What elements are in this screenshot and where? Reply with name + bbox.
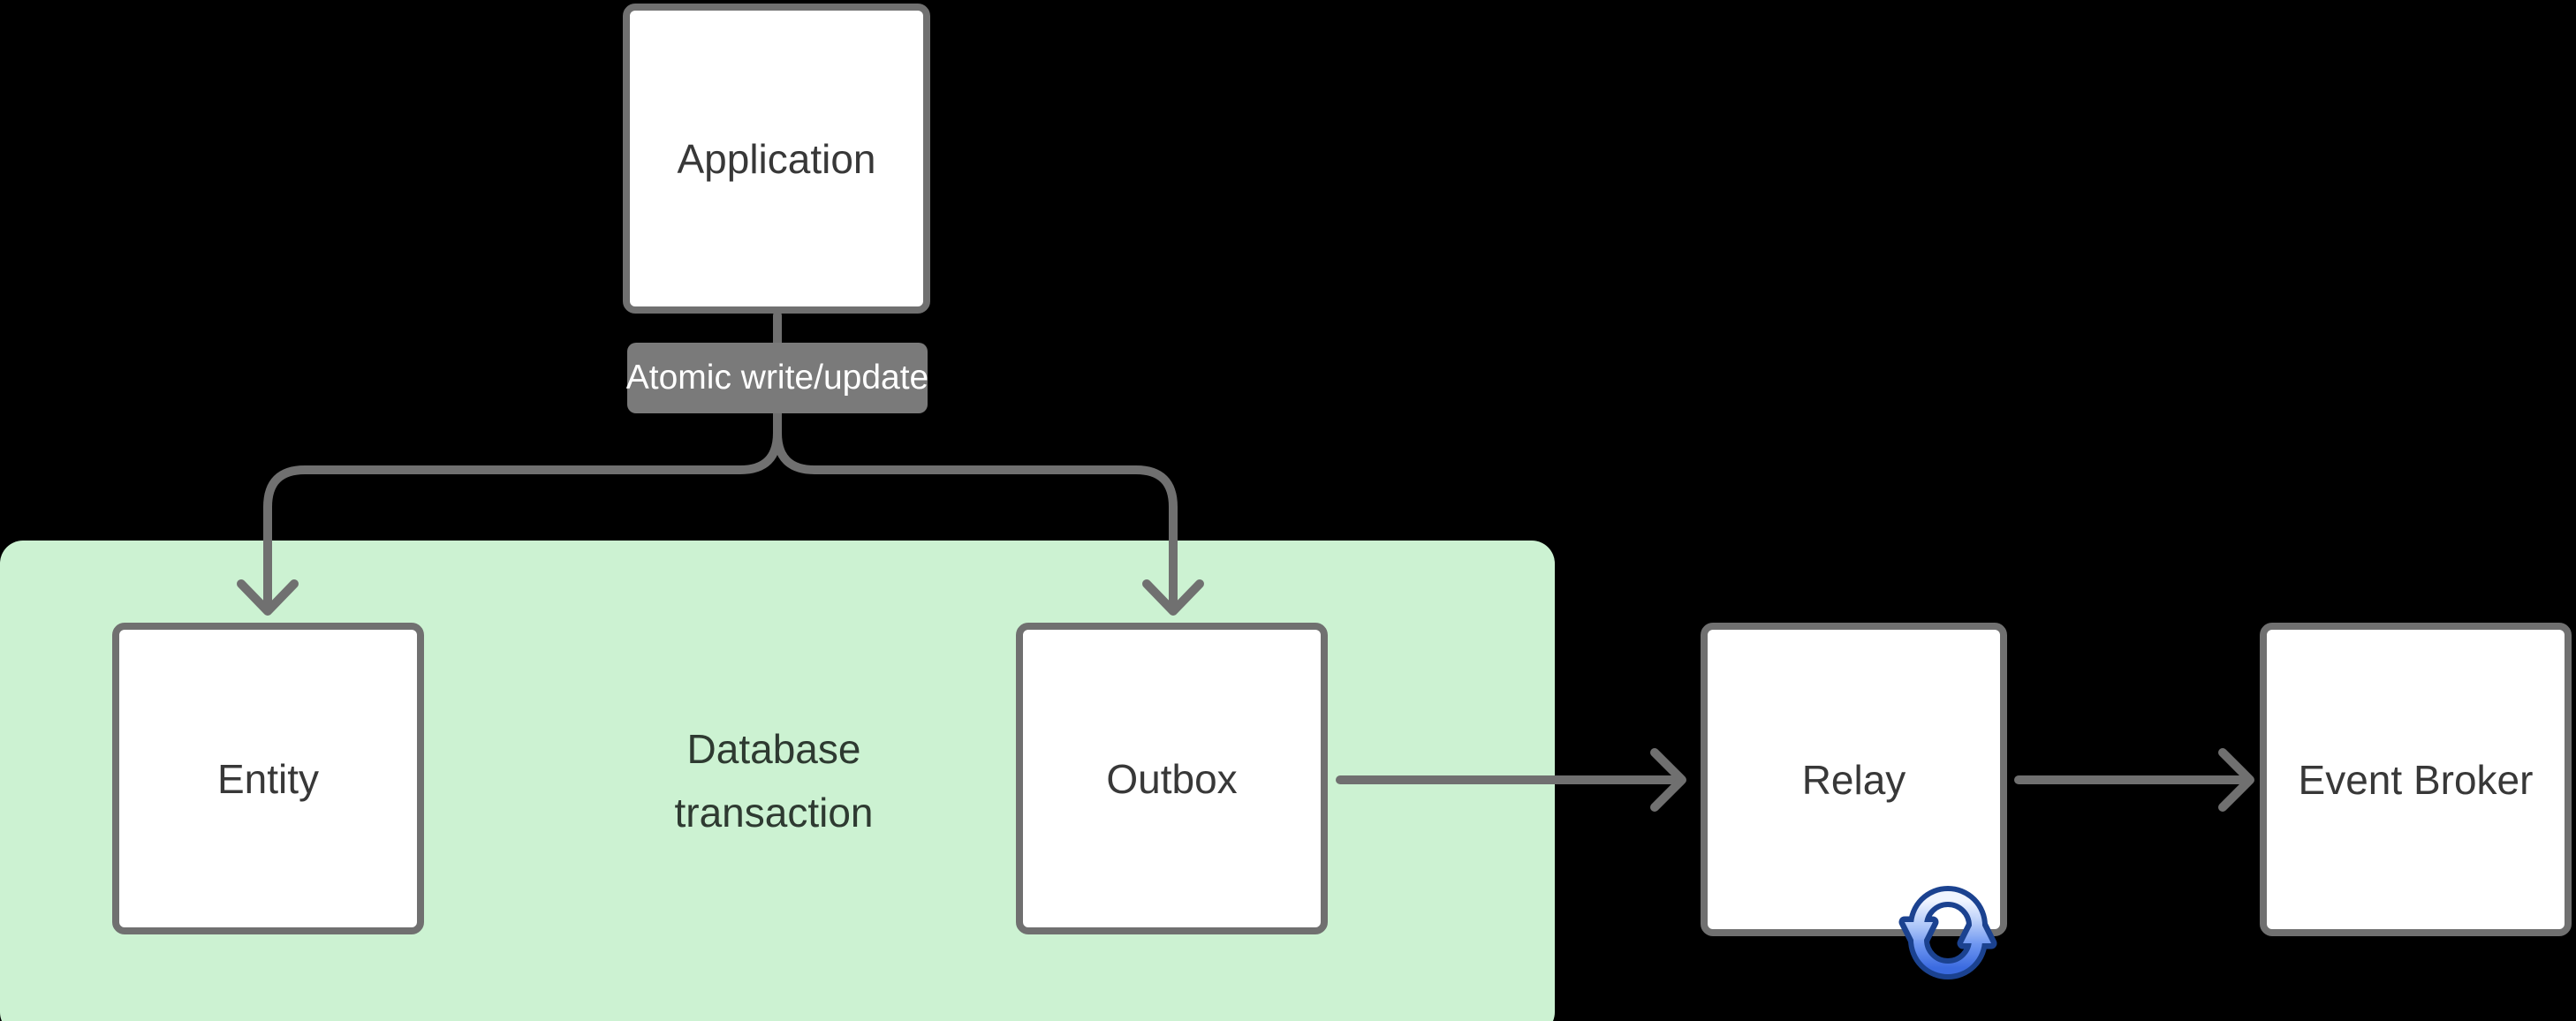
database-transaction-label: Database transaction (509, 717, 1039, 844)
node-outbox-label: Outbox (1106, 755, 1238, 802)
node-event-broker-label: Event Broker (2298, 756, 2534, 803)
arrowhead-right-relay (1650, 748, 1686, 812)
node-relay-label: Relay (1801, 756, 1906, 803)
arrowhead-right-broker (2218, 748, 2254, 812)
node-entity-label: Entity (216, 755, 320, 802)
node-event-broker: Event Broker (2260, 623, 2572, 936)
sync-icon (1898, 886, 1997, 979)
node-entity: Entity (112, 623, 424, 934)
node-relay: Relay (1701, 623, 2007, 936)
node-outbox: Outbox (1016, 623, 1328, 934)
atomic-write-update-label: Atomic write/update (625, 359, 929, 397)
node-application-label: Application (677, 135, 876, 182)
node-application: Application (623, 4, 930, 314)
zone-label-line1: Database (686, 726, 861, 772)
zone-label-line2: transaction (674, 790, 874, 836)
atomic-write-update-badge: Atomic write/update (625, 343, 929, 413)
